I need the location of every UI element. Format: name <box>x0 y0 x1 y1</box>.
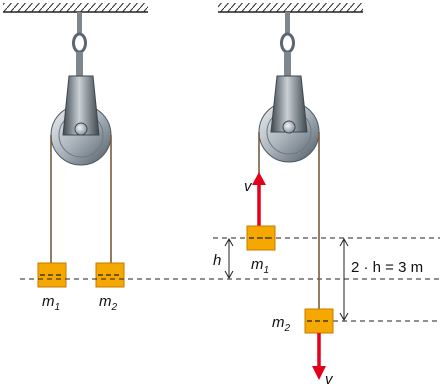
label-m1-right: m1 <box>251 256 269 276</box>
hatched-ceiling-icon <box>3 3 148 13</box>
label-h: h <box>213 252 221 269</box>
label-v-up: v <box>244 178 253 195</box>
left-system: m1 m2 <box>3 3 148 313</box>
right-system: v m1 h 2 · h = 3 m m2 <box>213 3 440 388</box>
label-m2-left: m2 <box>99 293 118 313</box>
mass-m2-right <box>304 308 334 334</box>
label-m2-right: m2 <box>272 314 291 334</box>
h-dimension <box>224 237 234 280</box>
velocity-arrow-icon <box>252 172 266 226</box>
label-distance: 2 · h = 3 m <box>351 259 423 276</box>
mass-m1-left <box>37 262 67 288</box>
pulley-wheel-icon <box>50 75 112 166</box>
velocity-arrow-icon <box>312 333 326 380</box>
mass-m2-left <box>95 262 125 288</box>
hook-chain-icon <box>280 12 295 76</box>
label-v-down: v <box>325 371 334 385</box>
2h-dimension <box>339 237 349 322</box>
hatched-ceiling-icon <box>218 3 363 13</box>
hook-chain-icon <box>72 12 87 76</box>
pulley-wheel-icon <box>258 75 320 163</box>
label-m1-left: m1 <box>42 293 60 313</box>
